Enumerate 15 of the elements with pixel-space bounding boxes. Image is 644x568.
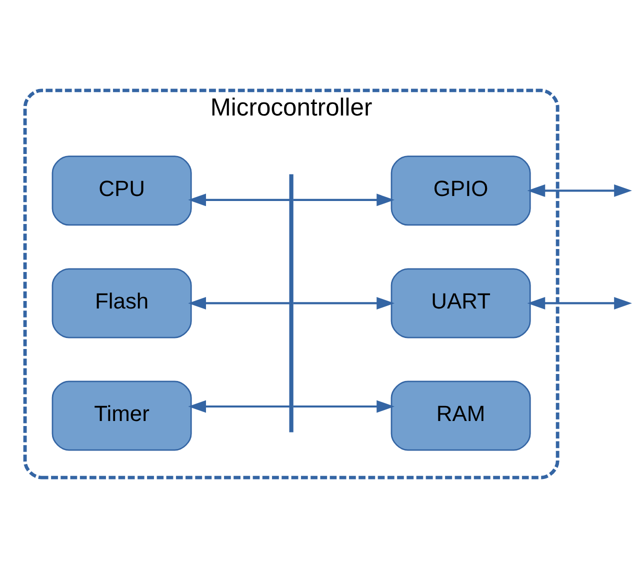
node-box: UART bbox=[390, 268, 531, 338]
arrow bbox=[293, 194, 394, 206]
arrow bbox=[188, 194, 290, 206]
arrow bbox=[293, 400, 394, 413]
arrow bbox=[293, 296, 394, 310]
arrow bbox=[188, 400, 290, 413]
arrow bbox=[188, 296, 290, 310]
node-box: Timer bbox=[52, 380, 192, 451]
node-box: Flash bbox=[52, 268, 192, 338]
node-bar bbox=[289, 174, 294, 432]
node-box: RAM bbox=[390, 380, 531, 451]
node-box: GPIO bbox=[390, 156, 531, 226]
node-box: CPU bbox=[52, 156, 192, 226]
arrow bbox=[527, 296, 632, 310]
arrow bbox=[527, 184, 632, 197]
